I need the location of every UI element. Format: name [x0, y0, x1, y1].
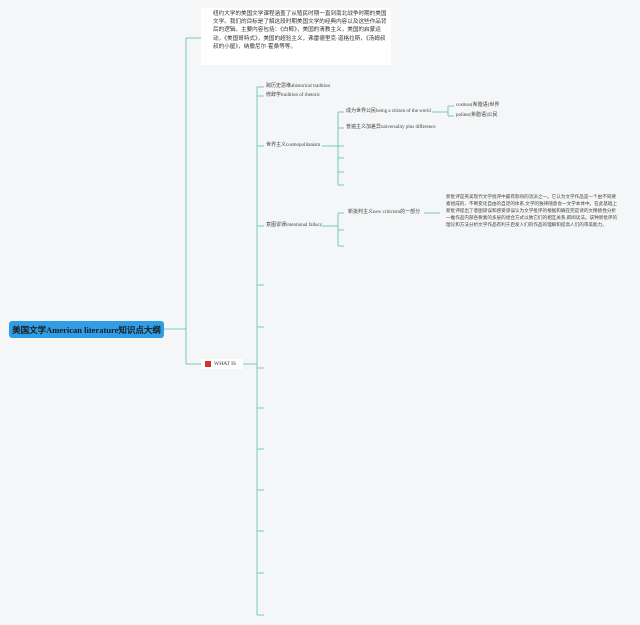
whatis-node[interactable]: WHAT IS: [201, 359, 243, 369]
flag-icon: [205, 361, 211, 367]
branch-intentional-fallacy[interactable]: 意图谬误intentional fallacy: [266, 223, 323, 228]
branch-cosmopolitanism[interactable]: 世界主义cosmopolitanism: [266, 143, 321, 148]
root-node[interactable]: 美国文学American literature知识点大纲: [9, 321, 164, 338]
subnode-cosmos[interactable]: cosmos(希腊语)世界: [456, 103, 500, 108]
cosmo-citizen[interactable]: 成为世界公民being a citizen of the world: [346, 109, 431, 114]
root-node-label: 美国文学American literature知识点大纲: [12, 324, 161, 335]
intro-note[interactable]: 纽约大学的美国文学课程涵盖了从殖民时期一直到南北战争时期的美国文学。我们的目标是…: [201, 8, 391, 65]
branch-ahistorical[interactable]: 跨历史思维ahistorical tradition: [266, 84, 331, 89]
intent-description: 新批评是英美现代文学批评中最有影响的流派之一。它认为文学作品是一个由不同要素组成…: [446, 194, 618, 227]
intent-new-criticism[interactable]: 新批判主义new criticism的一部分: [348, 210, 421, 215]
branch-rhetoric[interactable]: 修辞学tradition of rhetoric: [266, 93, 321, 98]
intro-note-text: 纽约大学的美国文学课程涵盖了从殖民时期一直到南北战争时期的美国文学。我们的目标是…: [213, 11, 387, 50]
whatis-node-label: WHAT IS: [214, 361, 237, 367]
subnode-polites[interactable]: polites(希腊语)公民: [456, 113, 498, 118]
cosmo-universality[interactable]: 普遍主义加差异universality plus difference: [346, 125, 436, 130]
